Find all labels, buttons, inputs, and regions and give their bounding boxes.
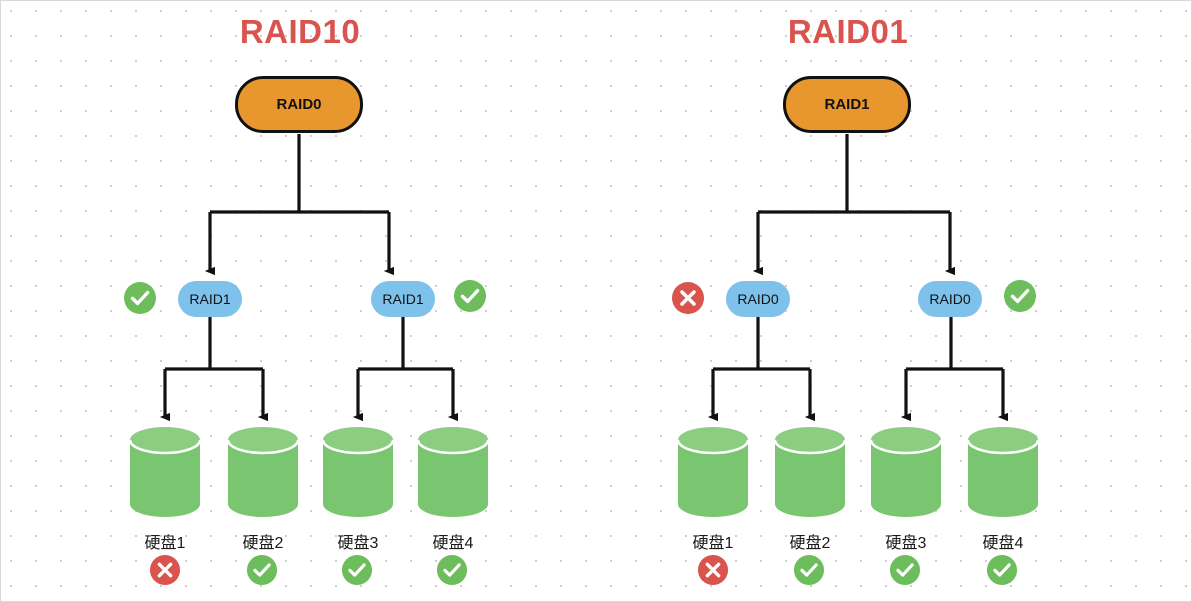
canvas-border-top [0,0,1192,1]
status-badge-raid01-disk-2 [793,554,825,586]
disk-cylinder-raid10-1 [130,427,200,517]
status-badge-raid10-disk-1 [149,554,181,586]
status-badge-raid01-disk-4 [986,554,1018,586]
disk-label-raid10-2: 硬盘2 [242,535,284,552]
disk-label-raid10-1: 硬盘1 [144,535,186,552]
mid-node-raid01-left[interactable]: RAID0 [726,281,790,317]
disk-label-raid10-4: 硬盘4 [432,535,474,552]
root-node-raid0[interactable]: RAID0 [235,76,363,133]
status-badge-raid10-disk-4 [436,554,468,586]
panel-title-raid01: RAID01 [787,13,909,50]
status-badge-raid01-disk-1 [697,554,729,586]
panel-title-raid10: RAID10 [239,13,361,50]
disk-label-raid01-1: 硬盘1 [692,535,734,552]
disk-label-raid01-4: 硬盘4 [982,535,1024,552]
status-badge-raid01-disk-3 [889,554,921,586]
mid-node-raid01-right[interactable]: RAID0 [918,281,982,317]
status-badge-raid10-disk-2 [246,554,278,586]
edges-raid01 [707,134,1009,422]
status-badge-raid01-mid-right [1004,280,1036,312]
disk-label-raid10-3: 硬盘3 [337,535,379,552]
canvas-border-left [0,0,1,602]
disk-label-raid01-2: 硬盘2 [789,535,831,552]
status-badge-raid10-mid-left [124,282,156,314]
mid-node-raid10-left[interactable]: RAID1 [178,281,242,317]
disk-cylinder-raid10-2 [228,427,298,517]
disk-cylinder-raid01-3 [871,427,941,517]
disk-cylinder-raid01-1 [678,427,748,517]
disk-cylinder-raid01-4 [968,427,1038,517]
disk-cylinder-raid10-3 [323,427,393,517]
root-node-raid1[interactable]: RAID1 [783,76,911,133]
status-badge-raid01-mid-left [672,282,704,314]
status-badge-raid10-mid-right [454,280,486,312]
status-badge-raid10-disk-3 [341,554,373,586]
mid-node-raid10-right[interactable]: RAID1 [371,281,435,317]
edges-raid10 [159,134,459,422]
disk-cylinder-raid01-2 [775,427,845,517]
disk-label-raid01-3: 硬盘3 [885,535,927,552]
disk-cylinder-raid10-4 [418,427,488,517]
